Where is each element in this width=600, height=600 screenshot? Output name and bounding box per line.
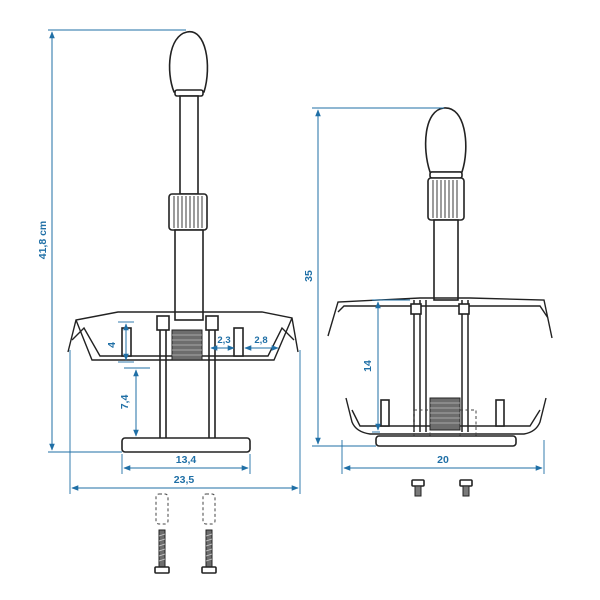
right-knob [424, 107, 467, 173]
dim-label-basket-height-right: 14 [362, 360, 374, 372]
hardware-bolts [154, 479, 473, 574]
dim-label-overall-height-left: 41,8 cm [37, 221, 49, 260]
left-view [67, 31, 299, 453]
right-dimensions: 35 14 20 [303, 107, 545, 474]
left-base-plate [121, 437, 251, 453]
screw-icon [201, 529, 217, 574]
right-basket-slot-1 [380, 399, 390, 427]
left-screw-sleeve-2 [202, 493, 216, 525]
dim-label-overall-width-right: 20 [437, 454, 449, 466]
dim-label-stand-height: 7,4 [119, 395, 131, 410]
left-basket-slot-2 [233, 327, 244, 357]
right-tube [433, 219, 459, 301]
left-knob [168, 31, 209, 93]
right-upper-wire [327, 297, 553, 339]
left-sleeve-ribs [173, 196, 203, 228]
right-hidden-bracket-1 [413, 409, 431, 441]
screw-icon [154, 529, 170, 574]
dim-label-slot-a: 2,3 [217, 335, 230, 346]
right-view [327, 107, 553, 447]
bolt-icon [411, 479, 425, 497]
dim-label-base-width: 13,4 [176, 454, 197, 466]
dim-label-slot-b: 2,8 [254, 335, 267, 346]
left-grip-lines [172, 334, 202, 356]
right-base-plate [375, 435, 517, 447]
dim-label-basket-depth: 4 [106, 342, 118, 348]
left-lower-tube [174, 229, 204, 321]
left-rod-cap-1 [156, 315, 170, 331]
left-upper-tube [179, 95, 199, 195]
right-basket-slot-2 [495, 399, 505, 427]
left-screw-sleeve-1 [155, 493, 169, 525]
right-grip-lines [430, 402, 460, 424]
right-knob-collar [429, 171, 463, 179]
left-rod-cap-2 [205, 315, 219, 331]
right-rod-cap-2 [458, 303, 470, 315]
dim-label-overall-width-left: 23,5 [174, 474, 195, 486]
left-ribbed-sleeve [168, 193, 208, 231]
bolt-icon [459, 479, 473, 497]
right-sleeve-ribs [432, 180, 458, 218]
left-dimensions: 41,8 cm 4 2,3 2,8 7,4 13,4 23,5 [37, 29, 301, 494]
dim-label-overall-height-right: 35 [303, 270, 315, 282]
left-knob-collar [174, 89, 204, 97]
right-rod-cap-1 [410, 303, 422, 315]
